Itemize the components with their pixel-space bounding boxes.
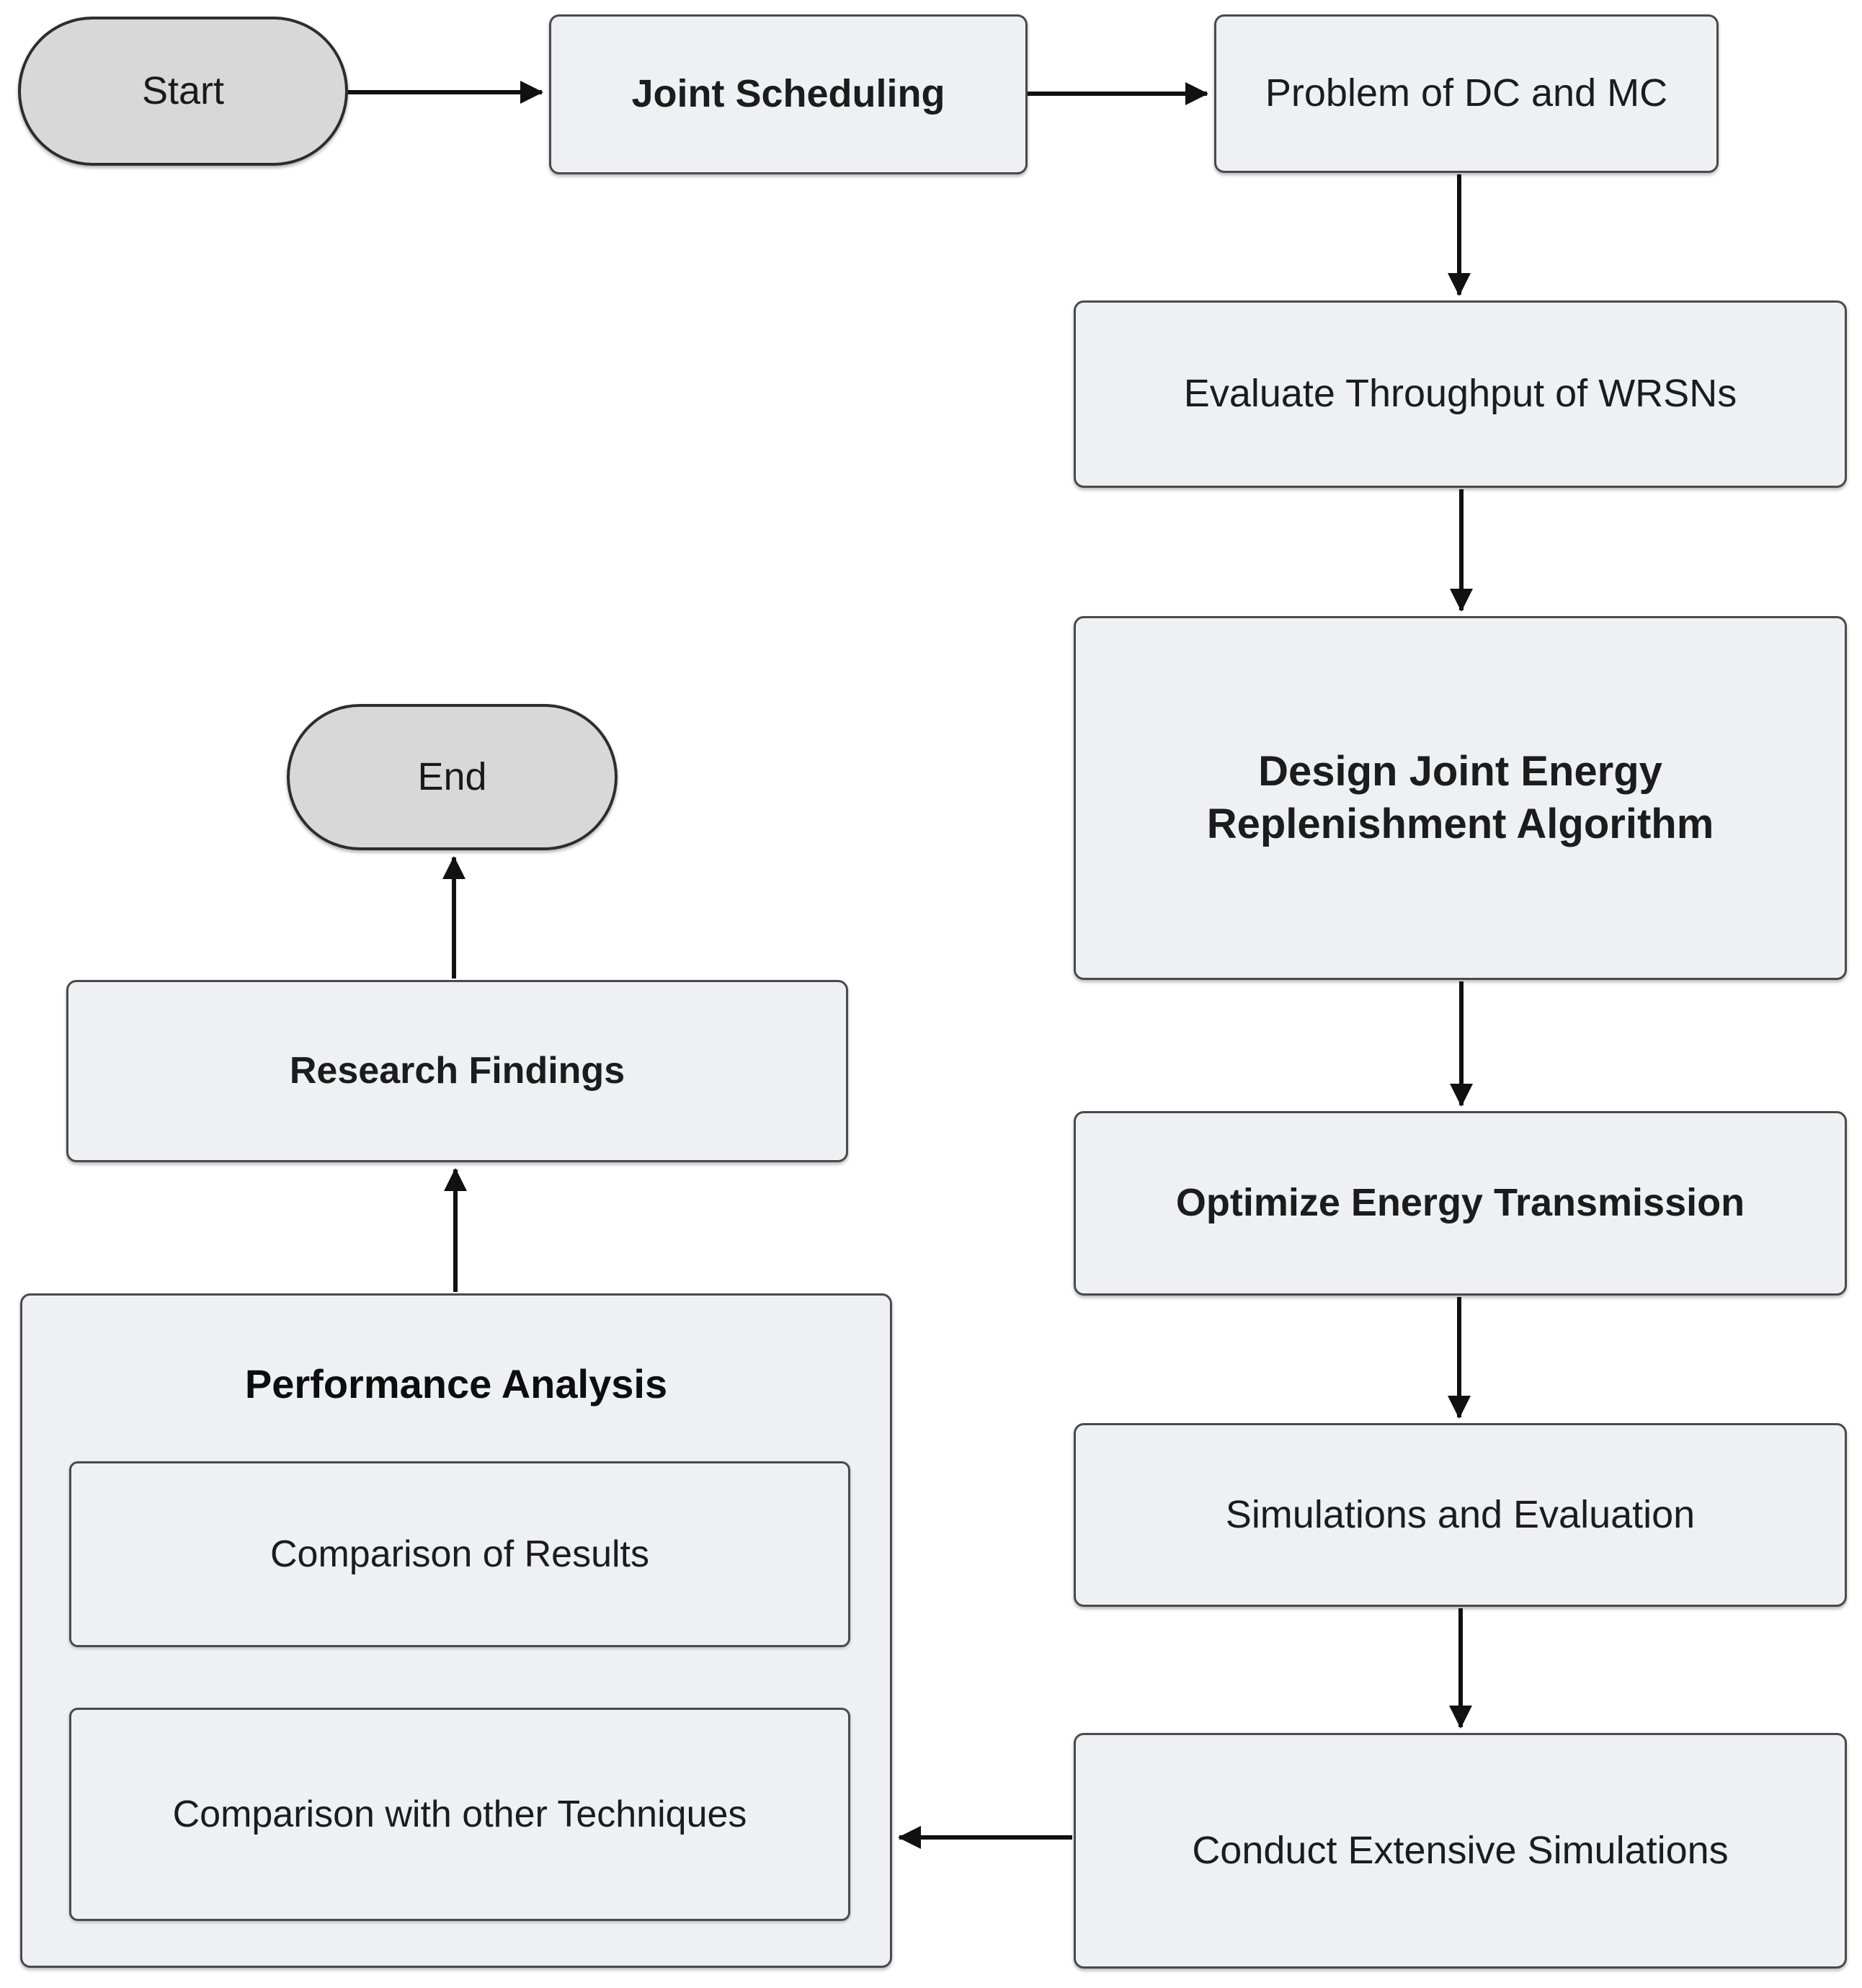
node-evaluate-throughput: Evaluate Throughput of WRSNs [1074,300,1847,488]
node-comparison-results: Comparison of Results [69,1461,850,1647]
node-research-findings-label: Research Findings [289,1050,625,1092]
node-comparison-techniques-label: Comparison with other Techniques [172,1793,747,1835]
node-start-label: Start [141,68,225,112]
node-evaluate-throughput-label: Evaluate Throughput of WRSNs [1183,372,1737,416]
node-research-findings: Research Findings [66,980,848,1162]
node-comparison-techniques: Comparison with other Techniques [69,1708,850,1921]
node-performance-analysis-label: Performance Analysis [244,1361,668,1407]
node-conduct-simulations-label: Conduct Extensive Simulations [1192,1828,1729,1872]
node-simulations-evaluation: Simulations and Evaluation [1074,1423,1847,1607]
node-performance-analysis: Performance Analysis Comparison of Resul… [20,1293,892,1968]
node-optimize-energy-label: Optimize Energy Transmission [1175,1181,1745,1225]
node-conduct-simulations: Conduct Extensive Simulations [1074,1733,1847,1969]
node-design-algorithm: Design Joint Energy Replenishment Algori… [1074,616,1847,980]
node-end: End [287,704,618,850]
node-comparison-results-label: Comparison of Results [270,1533,649,1575]
node-joint-scheduling: Joint Scheduling [549,14,1028,174]
node-joint-scheduling-label: Joint Scheduling [631,72,945,116]
node-end-label: End [417,754,487,798]
node-design-algorithm-label: Design Joint Energy Replenishment Algori… [1206,748,1714,847]
node-optimize-energy: Optimize Energy Transmission [1074,1111,1847,1296]
node-problem-dc-mc-label: Problem of DC and MC [1265,71,1668,115]
node-start: Start [18,17,348,166]
node-problem-dc-mc: Problem of DC and MC [1214,14,1719,173]
node-simulations-evaluation-label: Simulations and Evaluation [1225,1492,1696,1536]
